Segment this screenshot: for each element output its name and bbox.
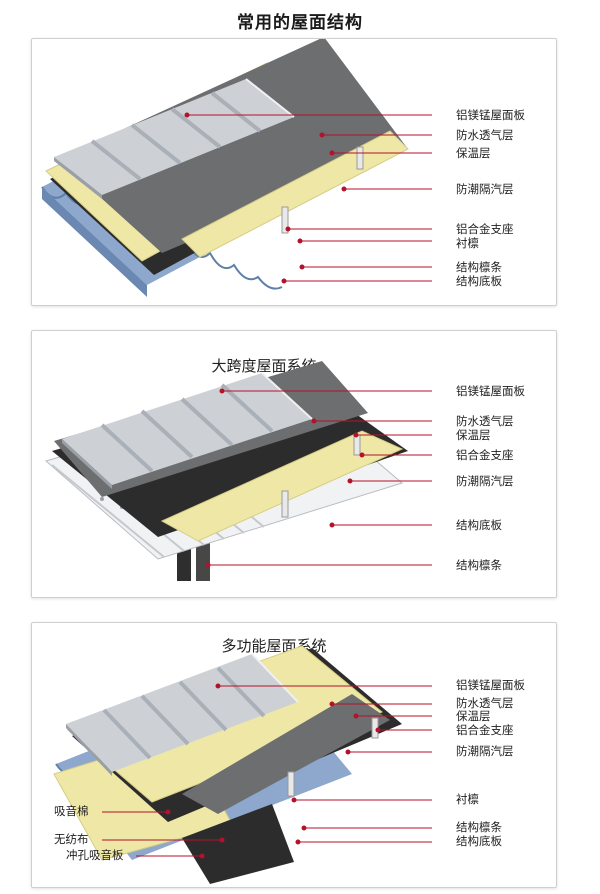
label-sub-purlin: 衬檩 <box>456 792 479 806</box>
label-vapor-barrier: 防潮隔汽层 <box>456 744 514 758</box>
label-insulation: 保温层 <box>456 428 491 442</box>
label-vapor-barrier: 防潮隔汽层 <box>456 182 514 196</box>
label-roof-panel: 铝镁锰屋面板 <box>456 108 525 122</box>
label-insulation: 保温层 <box>456 709 491 723</box>
nonwoven-layer <box>182 804 294 884</box>
label-nonwoven-fabric: 无纺布 <box>54 832 89 846</box>
label-bracket: 铝合金支座 <box>456 723 514 737</box>
label-purlin: 结构檩条 <box>456 820 502 834</box>
long-span-roof-diagram <box>44 361 432 581</box>
label-purlin: 结构檩条 <box>456 260 502 274</box>
membrane-layer <box>58 39 408 253</box>
bracket-icon <box>281 146 364 234</box>
label-acoustic-wool: 吸音棉 <box>54 804 89 818</box>
label-base-deck: 结构底板 <box>456 834 502 848</box>
label-breathable-layer: 防水透气层 <box>456 128 514 142</box>
label-breathable-layer: 防水透气层 <box>456 414 514 428</box>
insulation-layer <box>160 430 404 542</box>
label-purlin: 结构檩条 <box>456 558 502 572</box>
label-perforated-board: 冲孔吸音板 <box>66 848 124 862</box>
multifunction-roof-diagram <box>53 645 432 884</box>
label-breathable-layer: 防水透气层 <box>456 696 514 710</box>
label-base-deck: 结构底板 <box>456 518 502 532</box>
metal-roof-panel <box>54 78 295 199</box>
label-bracket: 铝合金支座 <box>456 448 514 462</box>
label-insulation: 保温层 <box>456 146 491 160</box>
label-bracket: 铝合金支座 <box>456 222 514 236</box>
label-roof-panel: 铝镁锰屋面板 <box>456 678 525 692</box>
upper-insulation-layer <box>181 130 409 258</box>
label-roof-panel: 铝镁锰屋面板 <box>456 384 525 398</box>
panel-standard-roof: 标准屋面系统 <box>31 38 557 306</box>
label-sub-purlin: 衬檩 <box>456 236 479 250</box>
leader-lines <box>205 388 432 568</box>
leader-lines <box>215 683 432 845</box>
page-title: 常用的屋面结构 <box>237 13 363 33</box>
standard-roof-diagram <box>41 39 432 297</box>
panel-multifunction-roof: 多功能屋面系统 <box>31 622 557 888</box>
label-vapor-barrier: 防潮隔汽层 <box>456 474 514 488</box>
membrane-layer <box>182 694 390 814</box>
left-leader-lines <box>102 809 225 859</box>
leader-lines <box>184 112 432 284</box>
label-base-deck: 结构底板 <box>456 274 502 288</box>
metal-roof-panel <box>66 653 299 776</box>
metal-roof-panel <box>62 372 313 489</box>
panel-long-span-roof: 大跨度屋面系统 <box>31 330 557 598</box>
